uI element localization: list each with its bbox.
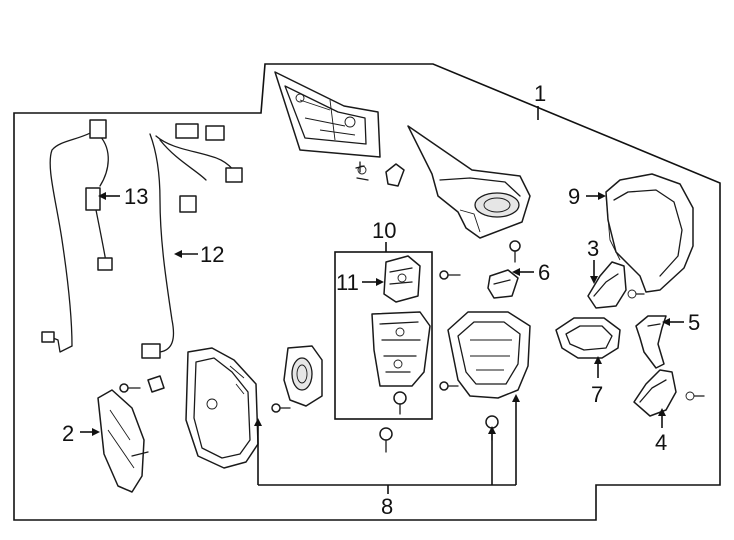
mirror-holder-drawing	[185, 347, 259, 469]
motor-actuator-drawing	[383, 255, 421, 303]
side-bracket-drawing	[635, 315, 667, 369]
wiring-harness-sub-drawing	[41, 119, 113, 353]
mirror-base-housing-drawing	[447, 311, 531, 441]
mirror-glass-drawing	[97, 389, 149, 493]
assembly-frame	[13, 63, 721, 521]
callout-2: 2	[62, 421, 74, 446]
callout-13: 13	[124, 184, 148, 209]
callout-11: 11	[336, 270, 359, 295]
base-clips	[355, 161, 405, 187]
leader-lines	[80, 106, 684, 494]
callout-7: 7	[591, 382, 603, 407]
callout-10: 10	[372, 218, 396, 243]
wiring-harness-main-drawing	[141, 123, 243, 359]
housing-screw	[509, 240, 521, 263]
callout-4: 4	[655, 430, 667, 455]
motor-box-screws	[379, 270, 461, 453]
callout-1: 1	[534, 81, 546, 106]
turn-signal-lower-drawing	[633, 369, 705, 417]
glass-clips	[119, 375, 165, 393]
callout-9: 9	[568, 184, 580, 209]
callout-12: 12	[200, 242, 224, 267]
motor-assembly-box	[334, 251, 433, 420]
turn-signal-upper-drawing	[587, 261, 645, 309]
mirror-base-frame	[274, 71, 381, 158]
callout-5: 5	[688, 310, 700, 335]
actuator-unit-drawing	[271, 345, 323, 413]
mirror-cover-drawing	[605, 173, 694, 293]
side-cap-drawing	[487, 269, 519, 299]
mirror-housing-shell	[407, 125, 531, 239]
callout-3: 3	[587, 236, 599, 261]
lamp-housing-drawing	[555, 317, 621, 359]
callout-6: 6	[538, 260, 550, 285]
callout-8: 8	[381, 494, 393, 519]
motor-body-drawing	[371, 311, 431, 415]
